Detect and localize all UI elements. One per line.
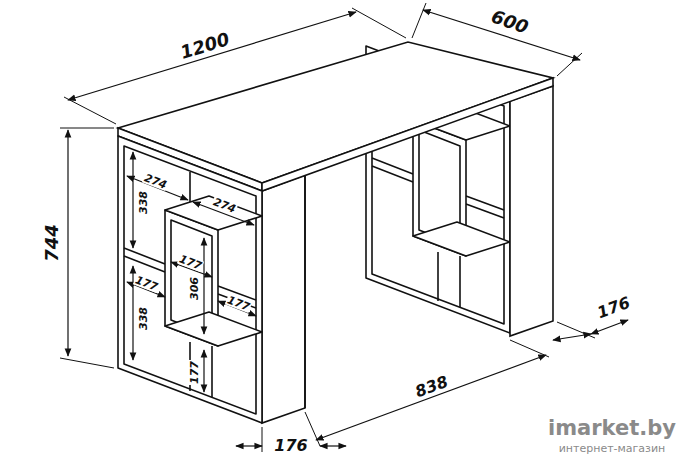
watermark-text: интернет-магазин — [559, 443, 666, 454]
dimension-label: 338 — [138, 190, 149, 215]
dimension-label: 744 — [43, 223, 61, 263]
dimension-label: 177 — [189, 360, 200, 385]
dimension-label: 176 — [595, 294, 634, 321]
dimension-label: 1200 — [177, 30, 232, 62]
dimension-label: 176 — [273, 438, 308, 454]
dimension-label: 306 — [189, 276, 200, 301]
watermark-text: imarket.by — [548, 418, 676, 439]
dimension-label: 338 — [138, 306, 149, 331]
